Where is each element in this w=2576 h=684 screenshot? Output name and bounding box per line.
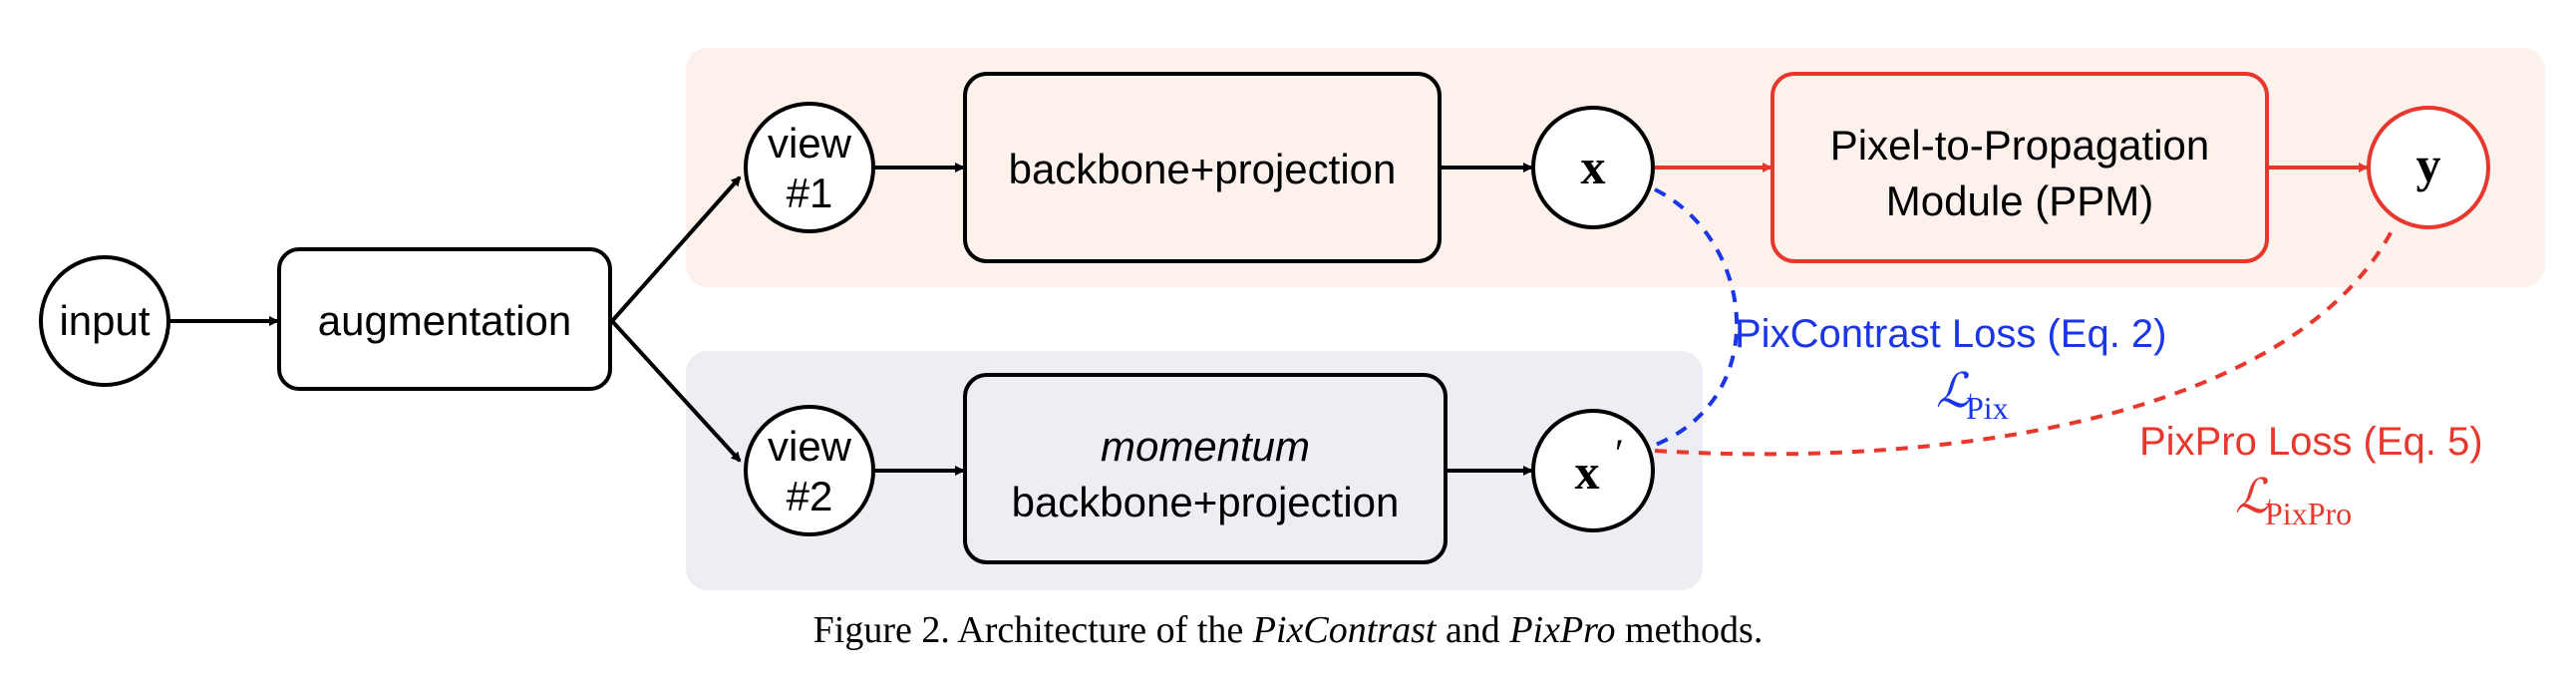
x-top-node: x (1531, 106, 1655, 229)
view1-label-line1: view (768, 120, 852, 167)
pixcontrast-subscript: Pix (1966, 390, 2009, 426)
pixcontrast-symbol: ℒ (1936, 365, 1972, 418)
x-bottom-node: x ′ (1531, 409, 1655, 532)
input-label: input (59, 297, 150, 344)
figure-caption: Figure 2. Architecture of the PixContras… (0, 608, 2576, 652)
pixcontrast-loss-curve (1650, 187, 1740, 449)
y-label: y (2416, 137, 2441, 192)
caption-pixpro: PixPro (1509, 609, 1616, 651)
augmentation-node: augmentation (277, 247, 612, 391)
view1-label-line2: #1 (787, 170, 833, 216)
backbone-top-label: backbone+projection (1009, 146, 1397, 192)
view1-node: view #1 (744, 102, 875, 233)
caption-prefix: Figure 2. Architecture of the (812, 609, 1253, 651)
ppm-node: Pixel-to-Propagation Module (PPM) (1771, 72, 2269, 263)
ppm-label-line1: Pixel-to-Propagation (1830, 122, 2210, 169)
x-bottom-label: x (1575, 444, 1600, 500)
backbone-bottom-label: backbone+projection (1012, 479, 1400, 525)
pixpro-loss-curve (1654, 228, 2395, 457)
pixcontrast-loss-symbol: ℒ Pix (1936, 365, 2009, 426)
edge-augmentation-view2 (610, 319, 742, 463)
edge-augmentation-view1 (610, 175, 742, 323)
pixpro-loss-label: PixPro Loss (Eq. 5) (2139, 420, 2483, 464)
pixpro-symbol: ℒ (2235, 471, 2271, 523)
view2-node: view #2 (744, 405, 875, 536)
ppm-label-line2: Module (PPM) (1886, 177, 2153, 224)
view2-label-line1: view (768, 423, 852, 470)
input-node: input (39, 255, 170, 387)
x-top-label: x (1581, 139, 1606, 194)
caption-pixcontrast: PixContrast (1252, 609, 1437, 651)
pixpro-subscript: PixPro (2265, 496, 2352, 531)
pixcontrast-loss-label: PixContrast Loss (Eq. 2) (1735, 312, 2167, 356)
backbone-top-node: backbone+projection (963, 72, 1442, 263)
augmentation-label: augmentation (318, 297, 572, 344)
view2-label-line2: #2 (787, 473, 833, 519)
momentum-label: momentum (1101, 423, 1310, 470)
pixpro-loss-symbol: ℒ PixPro (2235, 471, 2352, 531)
backbone-bottom-node: momentum backbone+projection (963, 373, 1448, 564)
y-node: y (2367, 106, 2490, 229)
caption-suffix: methods. (1615, 609, 1764, 651)
caption-middle: and (1436, 609, 1510, 651)
x-bottom-prime: ′ (1615, 431, 1624, 476)
